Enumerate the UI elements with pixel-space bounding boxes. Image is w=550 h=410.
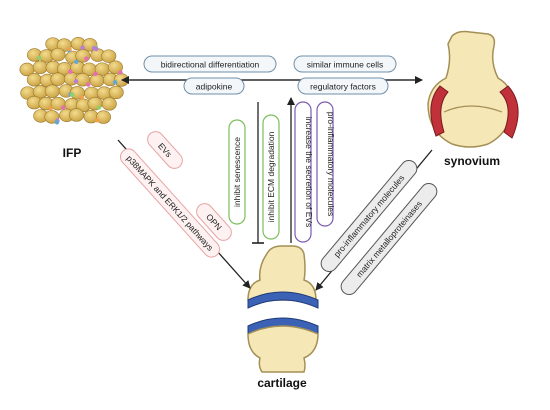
pill-evs: EVs xyxy=(147,131,183,169)
synovium-joint-illustration xyxy=(427,30,519,148)
adipocyte-cell xyxy=(32,60,48,74)
immune-cell-dot xyxy=(67,46,72,52)
svg-text:increase the secretion of EVs: increase the secretion of EVs xyxy=(304,117,314,228)
immune-cell-dot xyxy=(118,70,123,75)
adipocyte-cell xyxy=(107,60,123,74)
pill-similar-immune-cells: similar immune cells xyxy=(293,55,397,73)
adipocyte-cell xyxy=(101,97,117,111)
cartilage-upper-layer xyxy=(247,291,319,309)
adipocyte-cell xyxy=(26,73,42,87)
svg-text:regulatory factors: regulatory factors xyxy=(310,82,376,92)
cartilage-joint-illustration xyxy=(247,245,319,373)
immune-cell-dot xyxy=(70,92,75,97)
immune-cell-dot xyxy=(93,71,98,77)
adipocyte-cell xyxy=(89,73,105,88)
pill-adipokine: adipokine xyxy=(183,77,245,95)
ifp-label: IFP xyxy=(63,146,82,160)
immune-cell-dot xyxy=(79,95,85,100)
svg-text:adipokine: adipokine xyxy=(196,82,233,92)
svg-text:inhibit ECM degradation: inhibit ECM degradation xyxy=(266,131,276,222)
adipocyte-cell xyxy=(69,108,85,122)
adipocyte-cell xyxy=(101,49,117,63)
immune-cell-dot xyxy=(68,69,73,74)
immune-cell-dot xyxy=(60,105,66,110)
immune-cell-dot xyxy=(84,56,89,61)
adipocyte-cell xyxy=(50,47,66,62)
pill-bidirectional-differentiation: bidirectional differentiation xyxy=(143,55,277,73)
immune-cell-dot xyxy=(48,106,54,111)
svg-text:bidirectional differentiation: bidirectional differentiation xyxy=(161,60,260,70)
pill-increase-secretion-evs: increase the secretion of EVs xyxy=(294,101,314,243)
pill-opn: OPN xyxy=(196,203,232,241)
adipocyte-cell xyxy=(50,72,66,86)
cartilage-upper-bone xyxy=(247,245,317,301)
cartilage-lower-bone xyxy=(247,325,319,373)
cartilage-label: cartilage xyxy=(257,376,307,390)
pill-regulatory-factors: regulatory factors xyxy=(297,77,389,95)
pill-inhibit-ecm-degradation: inhibit ECM degradation xyxy=(262,114,280,240)
synovium-label: synovium xyxy=(444,154,500,168)
synovium-joint-line xyxy=(443,105,503,113)
immune-cell-dot xyxy=(80,45,85,50)
svg-text:p38MAPK and ERK1/2 pathways: p38MAPK and ERK1/2 pathways xyxy=(125,153,216,252)
immune-cell-dot xyxy=(73,79,79,84)
pill-pro-inflammatory-purple: pro-inflammatory molecules xyxy=(316,101,336,227)
immune-cell-dot xyxy=(37,55,42,61)
svg-text:similar immune cells: similar immune cells xyxy=(307,60,384,70)
ifp-adipose-illustration xyxy=(19,37,129,125)
adipocyte-cell xyxy=(95,110,111,124)
adipocyte-cell xyxy=(44,84,60,98)
synovium-lining-left xyxy=(430,85,449,137)
immune-cell-dot xyxy=(112,80,118,85)
svg-text:pro-inflammatory molecules: pro-inflammatory molecules xyxy=(332,173,407,259)
adipocyte-cell xyxy=(108,85,124,100)
immune-cell-dot xyxy=(95,118,100,123)
synovium-lining-right xyxy=(499,85,519,139)
svg-text:pro-inflammatory molecules: pro-inflammatory molecules xyxy=(326,112,336,216)
svg-text:inhibit senescence: inhibit senescence xyxy=(232,137,242,207)
immune-cell-dot xyxy=(74,59,79,64)
immune-cell-dot xyxy=(86,82,91,87)
immune-cell-dot xyxy=(94,46,99,52)
pill-inhibit-senescence: inhibit senescence xyxy=(228,119,246,225)
immune-cell-dot xyxy=(96,105,102,110)
immune-cell-dot xyxy=(54,120,60,125)
